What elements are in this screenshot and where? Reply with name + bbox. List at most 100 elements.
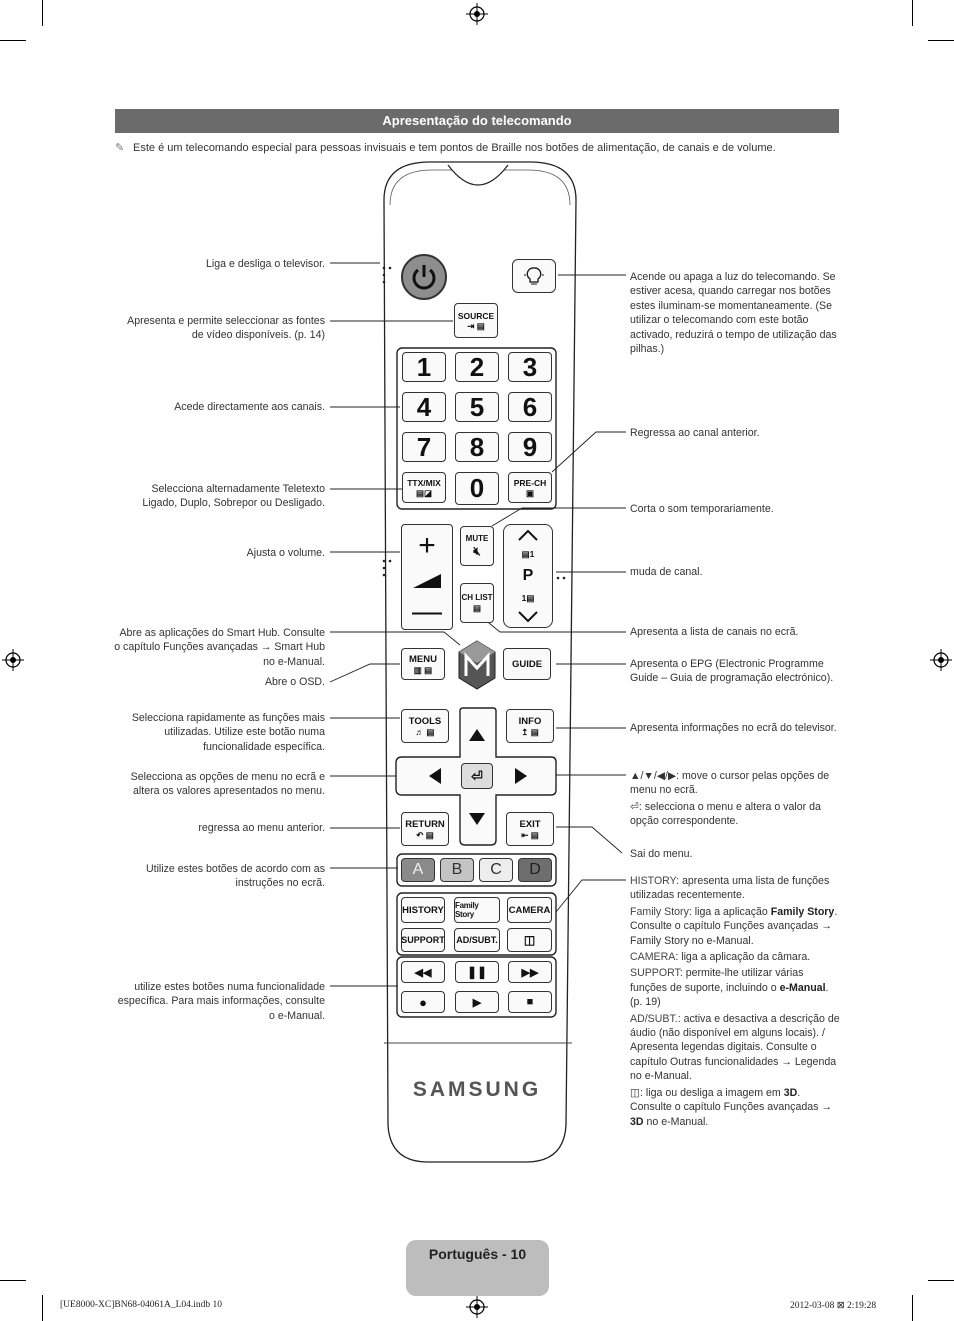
color-button-b[interactable]: B [440,858,474,882]
play-icon: ▶ [472,996,482,1009]
annotation-enter: ⏎: selecciona o menu e altera o valor da… [630,800,835,829]
left-arrow-button[interactable] [428,767,442,785]
info-label: INFO [518,715,542,727]
p-label: P [522,567,534,584]
right-arrow-button[interactable] [514,767,528,785]
annotation-menu: Abre o OSD. [264,676,325,688]
ttx-mix-button[interactable]: TTX/MIX ▤◪ [402,472,446,503]
number-button[interactable]: 4 [402,392,446,422]
light-button[interactable] [512,259,556,293]
annotation-return: regressa ao menu anterior. [198,822,325,834]
menu-button[interactable]: MENU ▥ ▤ [401,648,445,680]
number-button[interactable]: 8 [455,432,499,462]
volume-rocker[interactable]: + — [401,524,453,630]
up-arrow-button[interactable] [468,728,486,742]
pre-ch-button[interactable]: PRE-CH ▣ [508,472,552,503]
lightbulb-icon [524,267,544,285]
exit-label: EXIT [519,818,541,830]
file-info: [UE8000-XC]BN68-04061A_L04.indb 10 [60,1300,223,1310]
annotation-history: HISTORY: apresenta uma lista de funções … [630,874,840,903]
annotation-channel: muda de canal. [630,566,703,578]
power-icon [412,265,436,290]
enter-button[interactable]: ⏎ [461,763,493,789]
3d-icon: ◫ [523,933,536,947]
crop-mark [0,40,26,41]
support-button[interactable]: SUPPORT [401,928,445,952]
tools-button[interactable]: TOOLS ♬ ▤ [401,709,449,743]
return-label: RETURN [405,818,445,830]
number-button[interactable]: 6 [508,392,552,422]
record-button[interactable]: ● [401,991,445,1013]
channel-down-icon: 1▤ [521,593,535,603]
family-story-button[interactable]: Family Story [454,897,500,923]
annotation-function-buttons: HISTORY: apresenta uma lista de funções … [630,874,840,1129]
annotation-source: Apresenta e permite seleccionar as fonte… [127,315,325,342]
threed-text-e: no e-Manual. [643,1115,709,1128]
3d-button[interactable]: ◫ [507,928,552,952]
prech-icon: ▣ [525,487,535,498]
number-button[interactable]: 9 [508,432,552,462]
info-icon: ↥ ▤ [521,726,539,737]
fast-forward-button[interactable]: ▶▶ [508,961,552,983]
down-arrow-button[interactable] [468,812,486,826]
crop-mark [0,1280,26,1281]
crop-mark [912,0,913,26]
color-button-d[interactable]: D [518,858,552,882]
rewind-icon: ◀◀ [414,966,432,979]
annotation-power: Liga e desliga o televisor. [206,258,325,270]
tools-label: TOOLS [408,715,442,727]
number-button[interactable]: 1 [402,352,446,382]
family-key: Family Story [630,905,689,918]
history-text: : apresenta uma lista de funções utiliza… [630,875,830,902]
guide-button[interactable]: GUIDE [503,648,551,680]
stop-button[interactable]: ■ [508,991,552,1013]
color-button-a[interactable]: A [401,858,435,882]
smart-hub-button[interactable] [458,640,496,690]
section-header: Apresentação do telecomando [115,109,839,133]
number-button[interactable]: 3 [508,352,552,382]
note-text: Este é um telecomando especial para pess… [133,142,776,154]
list-icon: ▤ [472,603,482,613]
number-button-zero[interactable]: 0 [455,472,499,505]
page-label: Português - 10 [428,1246,527,1262]
annotation-ttx: Selecciona alternadamente Teletexto Liga… [142,483,325,510]
color-button-c[interactable]: C [479,858,513,882]
rewind-button[interactable]: ◀◀ [401,961,445,983]
number-button[interactable]: 5 [455,392,499,422]
threed-text-b: 3D [783,1086,798,1099]
registration-mark-icon [930,649,952,671]
family-text-a: : liga a aplicação [688,905,771,918]
support-text-b: e-Manual [779,981,826,994]
history-button[interactable]: HISTORY [401,897,445,923]
enter-icon: ⏎ [630,801,639,813]
mute-button[interactable]: MUTE 🔇︎ [460,526,494,566]
registration-mark-icon [466,3,488,25]
exit-button[interactable]: EXIT ⇤ ▤ [506,812,554,846]
source-button[interactable]: SOURCE ⇥ ▤ [454,303,498,338]
power-button[interactable] [401,254,447,300]
annotation-light: Acende ou apaga a luz do telecomando. Se… [630,271,837,356]
menu-label: MENU [409,653,437,665]
crop-mark [912,1295,913,1321]
history-key: HISTORY [630,875,677,887]
ch-list-button[interactable]: CH LIST ▤ [460,583,494,623]
crop-mark [42,0,43,26]
annotation-mute: Corta o som temporariamente. [630,503,774,515]
number-button[interactable]: 2 [455,352,499,382]
note: ✎Este é um telecomando especial para pes… [115,141,855,154]
annotation-media: utilize estes botões numa funcionalidade… [117,981,325,1022]
return-button[interactable]: RETURN ↶ ▤ [401,812,449,846]
pause-button[interactable]: ❚❚ [455,961,499,983]
annotation-smart-hub: Abre as aplicações do Smart Hub. Consult… [114,627,325,668]
teletext-icon: ▤◪ [415,487,433,498]
number-button[interactable]: 7 [402,432,446,462]
family-text-c: . Consulte o capítulo Funções avançadas … [630,905,838,947]
source-icon: ⇥ ▤ [467,320,485,331]
play-button[interactable]: ▶ [455,991,499,1013]
ad-subt-button[interactable]: AD/SUBT. [454,928,500,952]
annotation-arrows: ▲/▼/◀/▶: move o cursor pelas opções de m… [630,770,830,797]
info-button[interactable]: INFO ↥ ▤ [506,709,554,743]
camera-button[interactable]: CAMERA [507,897,552,923]
adsubt-text: : activa e desactiva a descrição de áudi… [630,1012,840,1083]
channel-rocker[interactable]: ▤1 P 1▤ [503,524,553,628]
